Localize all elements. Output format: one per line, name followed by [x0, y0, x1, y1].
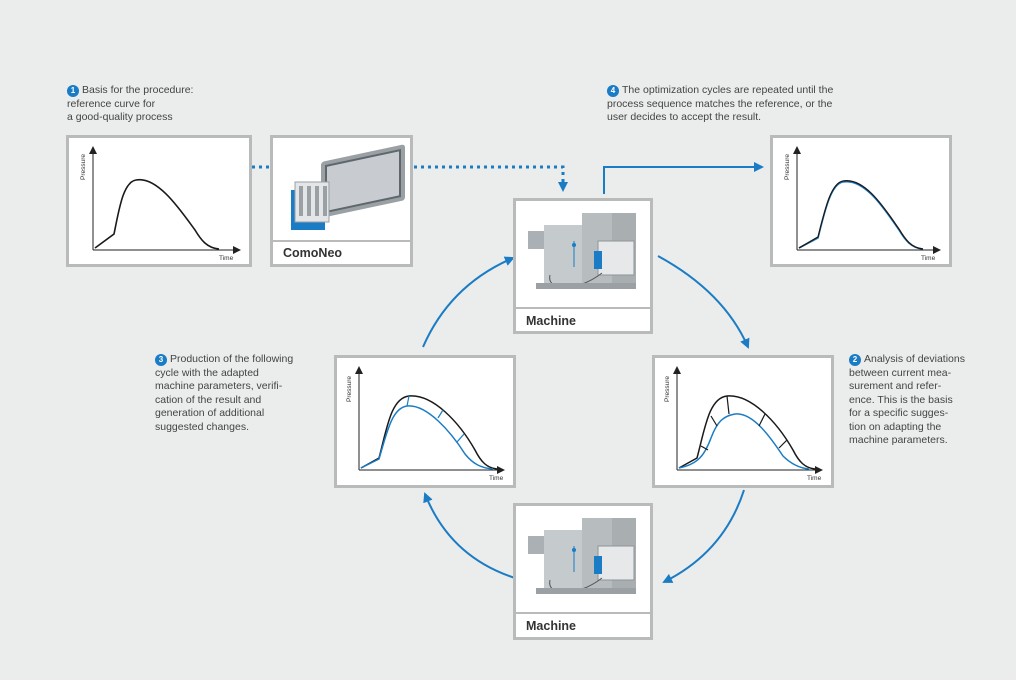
machine-panel-bottom: Machine: [513, 503, 653, 640]
machine-panel-top: Machine: [513, 198, 653, 334]
step-4-badge: 4: [607, 85, 619, 97]
result-curve-chart: Pressure Time: [784, 146, 941, 262]
production-curve-panel: Pressure Time: [334, 355, 516, 488]
reference-curve-black: [678, 395, 816, 470]
y-axis-label: Pressure: [80, 154, 87, 180]
reference-curve-chart: Pressure Time: [80, 146, 241, 262]
deviation-mark: [406, 395, 410, 407]
analysis-curve-chart: Pressure Time: [664, 366, 823, 482]
comoneo-label: ComoNeo: [283, 246, 343, 260]
x-axis-label: Time: [807, 475, 822, 482]
deviation-mark: [778, 439, 788, 449]
result-curve-panel: Pressure Time: [770, 135, 952, 267]
arrow-machine-to-analysis: [657, 255, 750, 349]
machine-bottom-label: Machine: [526, 619, 577, 633]
reference-curve: [94, 179, 220, 250]
arrow-analysis-to-machine: [662, 489, 745, 583]
step-2-badge: 2: [849, 354, 861, 366]
controller-unit: [291, 181, 330, 230]
machine-top-divider: [516, 307, 650, 309]
step-3-badge: 3: [155, 354, 167, 366]
arrow-machine-to-production: [423, 492, 516, 579]
machine-bottom-divider: [516, 612, 650, 614]
arrow-production-to-machine: [422, 256, 515, 348]
step-1-badge: 1: [67, 85, 79, 97]
analysis-curve-panel: Pressure Time: [652, 355, 834, 488]
deviation-mark: [758, 413, 766, 427]
deviation-mark: [456, 433, 465, 443]
comoneo-divider: [273, 240, 410, 242]
deviation-mark: [710, 415, 718, 427]
result-curve-blue: [798, 181, 924, 250]
step-3-text: Production of the following cycle with t…: [155, 353, 294, 433]
measured-curve-blue: [360, 405, 494, 470]
measured-curve-blue: [678, 413, 810, 470]
x-axis-label: Time: [489, 475, 504, 482]
injection-machine-illustration: [528, 213, 636, 289]
x-axis-label: Time: [219, 255, 234, 262]
y-axis-label: Pressure: [346, 376, 353, 402]
deviation-mark: [700, 445, 709, 451]
comoneo-panel: ComoNeo: [270, 135, 413, 267]
y-axis-label: Pressure: [664, 376, 671, 402]
step-1-text: Basis for the procedure: reference curve…: [67, 84, 194, 123]
x-axis-label: Time: [921, 255, 936, 262]
deviation-mark: [726, 395, 730, 415]
deviation-mark: [437, 409, 444, 419]
reference-curve-black: [360, 395, 498, 470]
y-axis-label: Pressure: [784, 154, 791, 180]
injection-machine-illustration: [528, 518, 636, 594]
step-2-text: Analysis of deviations between current m…: [849, 353, 965, 446]
comoneo-device-illustration: [291, 144, 405, 230]
arrow-machine-to-result: [603, 162, 764, 194]
result-curve-black: [798, 180, 924, 250]
step-4-text: The optimization cycles are repeated unt…: [607, 84, 834, 123]
dotted-link-device-machine: [414, 165, 568, 192]
machine-top-label: Machine: [526, 314, 577, 328]
reference-curve-panel: Pressure Time: [66, 135, 252, 267]
production-curve-chart: Pressure Time: [346, 366, 505, 482]
